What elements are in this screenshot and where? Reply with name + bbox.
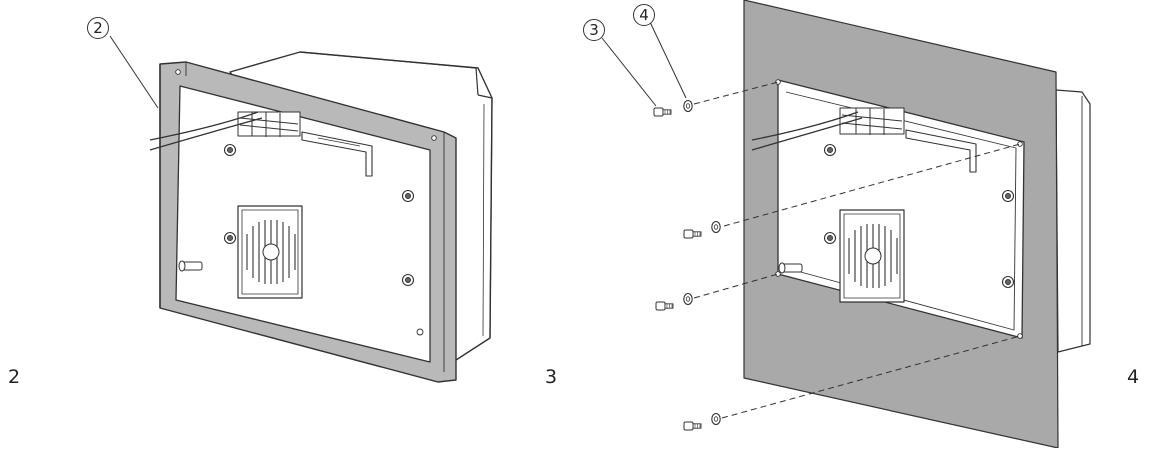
callout-2-label: 2 — [93, 19, 103, 37]
callout-2: 2 — [87, 17, 109, 39]
callout-4: 4 — [633, 4, 655, 26]
bolt-washer-set-2 — [683, 220, 721, 239]
step-number-4: 4 — [1127, 366, 1140, 388]
wall-mount-illustration — [601, 0, 1091, 449]
bolt-washer-set-4 — [683, 412, 721, 431]
unit-with-frame-illustration — [109, 35, 493, 383]
bolt-washer-set-3 — [655, 292, 693, 311]
bolt-washer-set-1 — [653, 99, 693, 117]
step-number-2: 2 — [8, 366, 21, 388]
callout-3-label: 3 — [589, 21, 599, 39]
step-number-3: 3 — [545, 366, 558, 388]
callout-3: 3 — [583, 19, 605, 41]
callout-4-label: 4 — [639, 6, 649, 24]
